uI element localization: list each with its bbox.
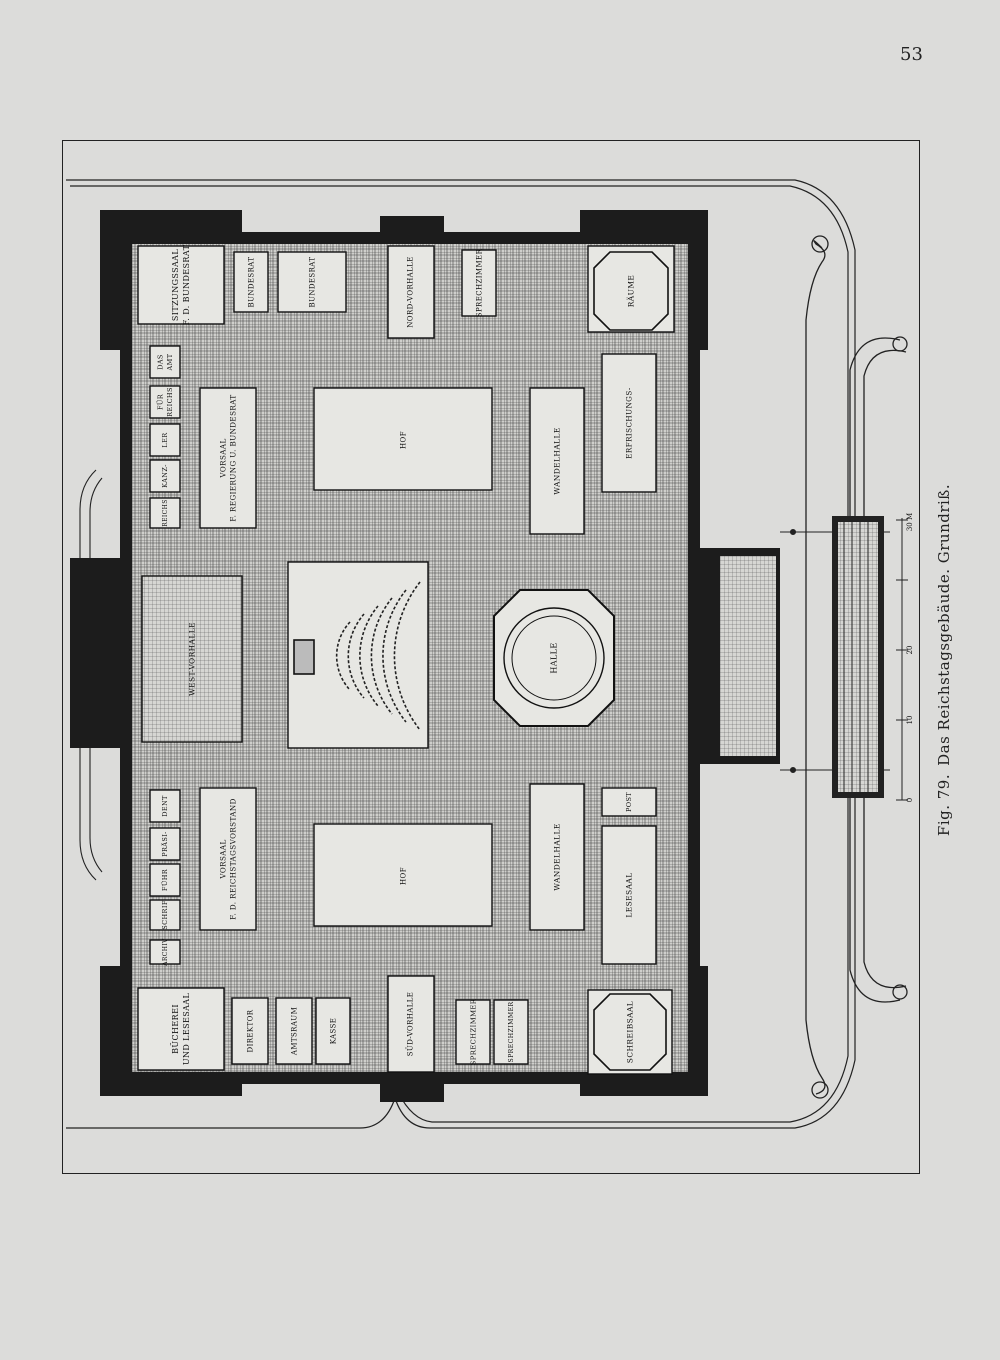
room-label-line: KASSE [329,1018,337,1045]
room-label-line: SPRECHZIMMER [508,1001,515,1062]
room-label-line: REICHS [166,387,174,417]
room-label-hof-sued: HOF [399,867,407,885]
room-label-line: WEST-VORHALLE [188,622,197,696]
room-label-line: SPRECHZIMMER [475,248,483,317]
room-label-line: SCHRIF [161,900,169,930]
room-label-nord-vorhalle: NORD-VORHALLE [406,256,414,327]
room-label-hof-nord: HOF [399,431,407,449]
room-label-sprechzimmer-sued-2: SPRECHZIMMER [508,1001,515,1062]
room-label-line: AMT [166,353,174,371]
room-label-direktor: DIREKTOR [246,1009,254,1052]
room-label-amtsraum: AMTSRAUM [290,1007,298,1056]
room-label-halle: HALLE [550,642,559,673]
room-label-post: POST [625,792,633,812]
plenary-seating [293,581,421,731]
room-label-wandelhalle-nord: WANDELHALLE [553,427,562,495]
room-label-line: SPRECHZIMMER [469,998,477,1065]
room-label-line: LER [161,432,169,448]
room-label-praesi: PRÄSI- [160,831,169,857]
room-label-line: BUNDESRAT [308,257,316,308]
room-label-line: F. D. REICHSTAGSVORSTAND [229,798,238,920]
figure-number: Fig. 79. [935,773,953,837]
room-label-sprechzimmer-nord: SPRECHZIMMER [475,248,483,317]
room-label-line: VORSAAL [218,438,227,478]
columns [76,566,710,740]
room-label-line: SCHREIBSAAL [626,1001,635,1063]
room-label-line: WANDELHALLE [553,823,562,891]
room-label-line: BÜCHEREI [171,1004,180,1054]
room-label-line: F. D. BUNDESRAT [182,244,191,325]
plate-frame [62,140,920,1174]
room-label-schrift: SCHRIF [161,900,169,930]
room-label-line: NORD-VORHALLE [406,256,414,327]
room-label-line: SITZUNGSSAAL [171,249,180,321]
room-label-line: AMTSRAUM [290,1007,298,1056]
room-label-line: ERFRISCHUNGS- [624,387,633,459]
room-label-line: KANZ- [161,464,169,488]
room-label-kasse: KASSE [329,1018,337,1045]
scale-tick-label: 10 [906,716,914,725]
room-label-line: WANDELHALLE [553,427,562,495]
room-label-line: VORSAAL [218,839,227,879]
figure-title: Das Reichstagsgebäude. Grundriß. [935,483,953,766]
room-label-line: FÜHR [160,868,169,891]
room-label-line: PRÄSI- [160,831,169,857]
scale-bar [896,518,908,801]
room-label-line: F. REGIERUNG U. BUNDESRAT [229,394,238,521]
room-label-line: HOF [399,867,407,885]
room-label-line: DIREKTOR [246,1009,254,1052]
room-label-erfrischungs: ERFRISCHUNGS- [624,387,633,459]
scale-tick-label: 30 M [906,513,914,531]
room-label-line: DAS [156,354,164,370]
scale-tick-label: 20 [906,646,914,655]
room-label-line: FÜR [155,393,164,410]
figure-caption: Fig. 79. Das Reichstagsgebäude. Grundriß. [935,484,953,836]
room-label-kanz: KANZ- [161,464,169,488]
room-label-line: UND LESESAAL [182,993,191,1066]
room-label-sued-vorhalle: SÜD-VORHALLE [405,992,414,1057]
room-label-ler: LER [161,432,169,448]
page-number: 53 [900,44,923,65]
room-label-fuehr: FÜHR [160,868,169,891]
room-label-reichs: REICHS [162,499,169,527]
room-label-lesesaal: LESESAAL [625,872,634,917]
room-label-line: DENT [161,795,169,817]
scale-tick-label: 0 [906,798,914,802]
octagon-rooms [493,251,669,1071]
room-label-wandelhalle-sued: WANDELHALLE [553,823,562,891]
room-label-raeume: RÄUME [627,275,636,308]
room-label-sprechzimmer-sued: SPRECHZIMMER [469,998,477,1065]
room-label-line: HOF [399,431,407,449]
room-label-line: REICHS [162,499,169,527]
room-label-line: BUNDESRAT [247,257,255,308]
room-label-line: HALLE [550,642,559,673]
room-label-west-vorhalle: WEST-VORHALLE [188,622,197,696]
room-label-line: LESESAAL [625,872,634,917]
room-label-line: ARCHIV [162,938,169,967]
room-label-bundesrat-2: BUNDESRAT [308,257,316,308]
room-label-schreibsaal: SCHREIBSAAL [626,1001,635,1063]
scale-labels: 0 10 20 30 M [906,513,914,802]
room-label-archiv: ARCHIV [162,938,169,967]
room-label-bundesrat-1: BUNDESRAT [247,257,255,308]
site-outline [66,179,856,1129]
room-label-line: POST [625,792,633,812]
room-label-line: RÄUME [627,275,636,308]
room-label-dent: DENT [161,795,169,817]
main-stairs [832,516,884,798]
room-label-line: SÜD-VORHALLE [405,992,414,1057]
